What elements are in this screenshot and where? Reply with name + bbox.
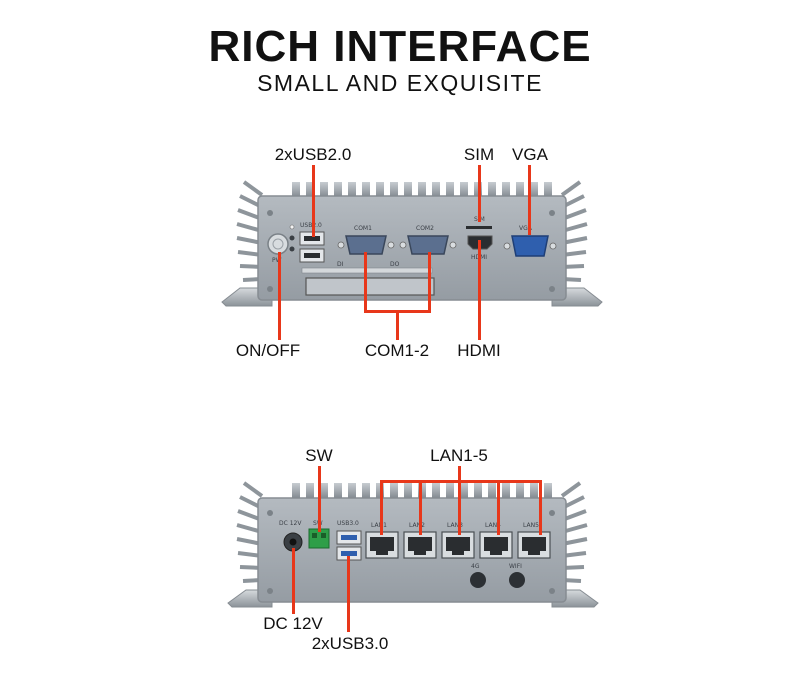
front-panel-device: PW USB2.0 COM1 COM2 SIM [221,180,603,307]
page-subtitle: SMALL AND EXQUISITE [257,70,543,96]
callout-power: ON/OFF [235,341,301,360]
page-title: RICH INTERFACE [208,22,592,71]
leader-dc [292,548,295,614]
expansion-slot-cover [305,277,435,296]
callout-vga: VGA [512,145,548,164]
leader-lan1-drop [380,480,383,535]
callout-lan: LAN1-5 [430,446,488,465]
leader-lan2-drop [419,480,422,535]
rear-panel-device: DC 12V SW USB3.0 LAN1 LAN2 LAN3 LAN4 LAN… [227,481,599,608]
leader-usb3 [347,556,350,632]
leader-com-stem [396,310,399,340]
lan1-print: LAN1 [371,522,387,529]
leader-com1-drop [364,252,367,312]
antenna-4g-hole [470,572,486,588]
usb3-ports [336,530,362,561]
lan5-print: LAN5 [523,522,539,529]
callout-hdmi: HDMI [457,341,501,360]
lan-port-openings [370,537,546,555]
vga-port [503,235,557,257]
leader-hdmi [478,240,481,340]
led [289,224,295,230]
com2-print: COM2 [416,225,434,232]
sim-slot [466,226,492,229]
callout-sw: SW [305,446,333,465]
leader-sim [478,165,481,222]
leader-lan3-drop [458,480,461,535]
vga-print: VGA [519,225,533,232]
leader-vga [528,165,531,235]
leader-lan-stem [458,466,461,482]
callout-com: COM1-2 [364,341,430,360]
ant-4g-print: 4G [471,563,480,570]
leader-lan5-drop [539,480,542,535]
leader-usb2 [312,165,315,237]
antenna-wifi-hole [509,572,525,588]
usb2-print: USB2.0 [300,222,322,229]
leader-sw [318,466,321,532]
led [289,235,295,241]
top-heatsink-fins [292,182,552,198]
leader-lan4-drop [497,480,500,535]
com1-print: COM1 [354,225,372,232]
com2-port [399,235,457,255]
di-print: DI [337,261,344,268]
led [289,246,295,252]
callout-dc: DC 12V [263,614,323,633]
usb3-print: USB3.0 [337,520,359,527]
dc-print: DC 12V [279,520,302,527]
dio-terminal-strip [301,267,433,274]
lan4-print: LAN4 [485,522,501,529]
usb2-ports [299,231,325,263]
power-button [267,233,289,255]
com1-port [337,235,395,255]
pw-print: PW [272,257,282,264]
lan3-print: LAN3 [447,522,463,529]
leader-com2-drop [428,252,431,312]
lan2-print: LAN2 [409,522,425,529]
callout-usb3: 2xUSB3.0 [311,634,389,653]
sw-print: SW [313,520,323,527]
leader-power [278,252,281,340]
callout-sim: SIM [463,145,495,164]
callout-usb2: 2xUSB2.0 [274,145,352,164]
top-heatsink-fins [292,483,552,499]
leader-lan-bar [380,480,542,483]
do-print: DO [390,261,400,268]
ant-wifi-print: WIFI [509,563,522,570]
